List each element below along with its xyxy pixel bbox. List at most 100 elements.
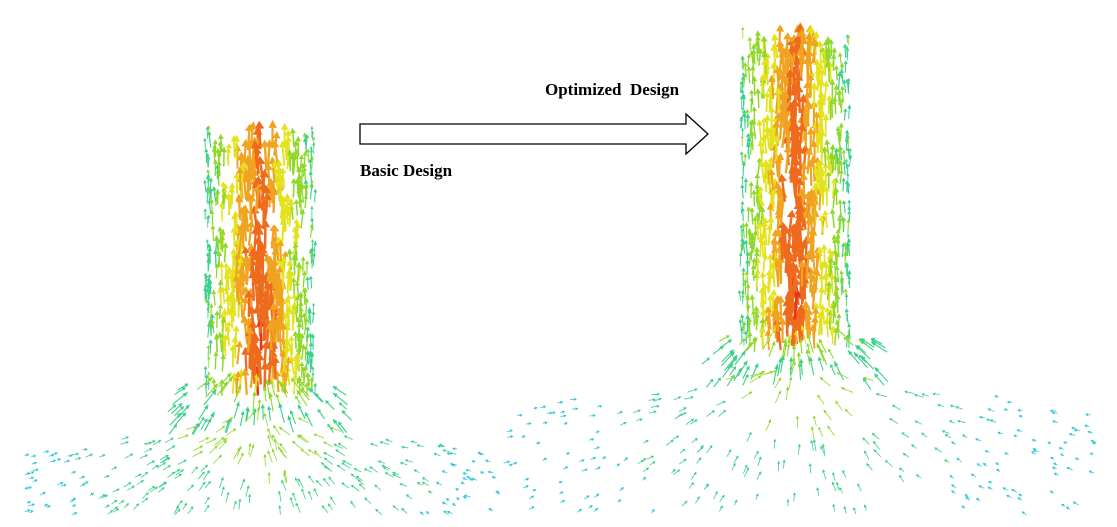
velocity-vector [1021,495,1023,496]
velocity-vector [344,484,349,488]
velocity-vector-head [267,434,270,438]
velocity-vector [272,348,274,365]
velocity-vector [831,308,832,322]
velocity-vector [140,456,146,458]
velocity-vector [968,499,970,501]
velocity-vector [788,248,789,267]
velocity-vector [730,369,735,376]
velocity-vector [754,269,755,281]
velocity-vector-head [181,469,184,472]
velocity-vector [589,440,592,441]
velocity-vector [29,512,31,513]
velocity-vector [747,435,750,442]
velocity-vector [231,314,232,329]
velocity-vector [521,437,523,438]
velocity-vector [1009,496,1012,497]
velocity-vector [744,244,745,253]
velocity-vector [465,474,467,475]
velocity-vector [798,209,799,229]
velocity-vector-head [741,175,744,178]
velocity-vector [905,455,909,458]
velocity-vector [808,224,809,241]
velocity-vector [754,53,755,64]
velocity-vector-head [294,199,300,204]
velocity-vector [743,467,746,473]
velocity-vector [652,511,653,513]
velocity-vector-head [844,60,848,64]
velocity-vector [820,292,821,308]
velocity-vector-head [510,435,513,438]
velocity-vector [877,377,884,386]
velocity-vector-head [308,475,311,478]
velocity-vector [301,419,309,423]
velocity-vector [849,327,850,339]
velocity-vector-head [29,486,32,489]
velocity-vector [767,97,768,112]
velocity-vector-head [599,405,602,408]
velocity-vector-head [789,376,792,380]
velocity-vector [766,422,770,431]
velocity-vector [260,361,261,385]
velocity-vector-head [203,138,207,141]
velocity-vector-head [817,342,821,348]
velocity-vector [835,282,836,295]
velocity-vector [848,223,849,234]
velocity-vector [849,109,850,120]
velocity-vector [859,486,861,491]
velocity-vector-head [579,509,582,512]
velocity-vector-head [749,90,754,95]
velocity-vector [559,483,560,484]
velocity-vector [199,439,206,443]
velocity-vector [979,465,981,466]
velocity-vector-head [841,387,845,390]
velocity-vector [767,132,769,149]
velocity-vector-head [811,426,814,430]
velocity-vector [444,472,447,473]
velocity-vector-head [754,363,758,368]
velocity-vector [848,151,849,159]
velocity-vector-head [34,462,37,465]
velocity-vector-head [745,109,750,113]
velocity-vector [866,453,870,459]
velocity-vector [837,403,842,410]
velocity-vector [834,507,835,512]
velocity-vector [953,486,956,488]
velocity-vector [692,440,696,443]
velocity-vector [308,280,309,290]
velocity-vector [772,82,773,99]
velocity-vector [917,422,922,424]
velocity-vector [311,228,312,238]
velocity-vector [240,173,241,190]
velocity-vector [778,268,779,287]
velocity-vector [582,470,585,471]
velocity-vector-head [313,241,317,246]
velocity-vector [214,191,215,202]
velocity-vector [825,86,827,101]
velocity-vector [292,414,296,424]
velocity-vector [743,59,744,70]
velocity-vector [326,460,332,465]
velocity-vector [835,333,836,346]
velocity-vector [821,75,823,92]
velocity-vector [1077,430,1081,431]
velocity-vector [269,438,271,448]
velocity-vector [25,455,27,456]
velocity-vector [868,465,872,470]
velocity-vector-head [1017,409,1020,412]
velocity-vector-head [684,412,687,415]
velocity-vector-head [1013,435,1016,438]
velocity-vector-head [847,206,851,210]
velocity-vector [682,503,685,506]
velocity-vector [954,492,956,493]
velocity-vector [777,315,778,332]
velocity-vector [907,392,914,394]
velocity-vector [944,432,949,434]
velocity-vector-head [295,136,301,142]
velocity-vector [800,56,801,77]
velocity-vector [818,167,819,183]
velocity-vector-head [809,356,813,362]
velocity-vector [419,446,423,447]
velocity-vector [742,188,743,199]
velocity-vector-head [310,224,314,228]
velocity-vector-head [741,135,744,138]
